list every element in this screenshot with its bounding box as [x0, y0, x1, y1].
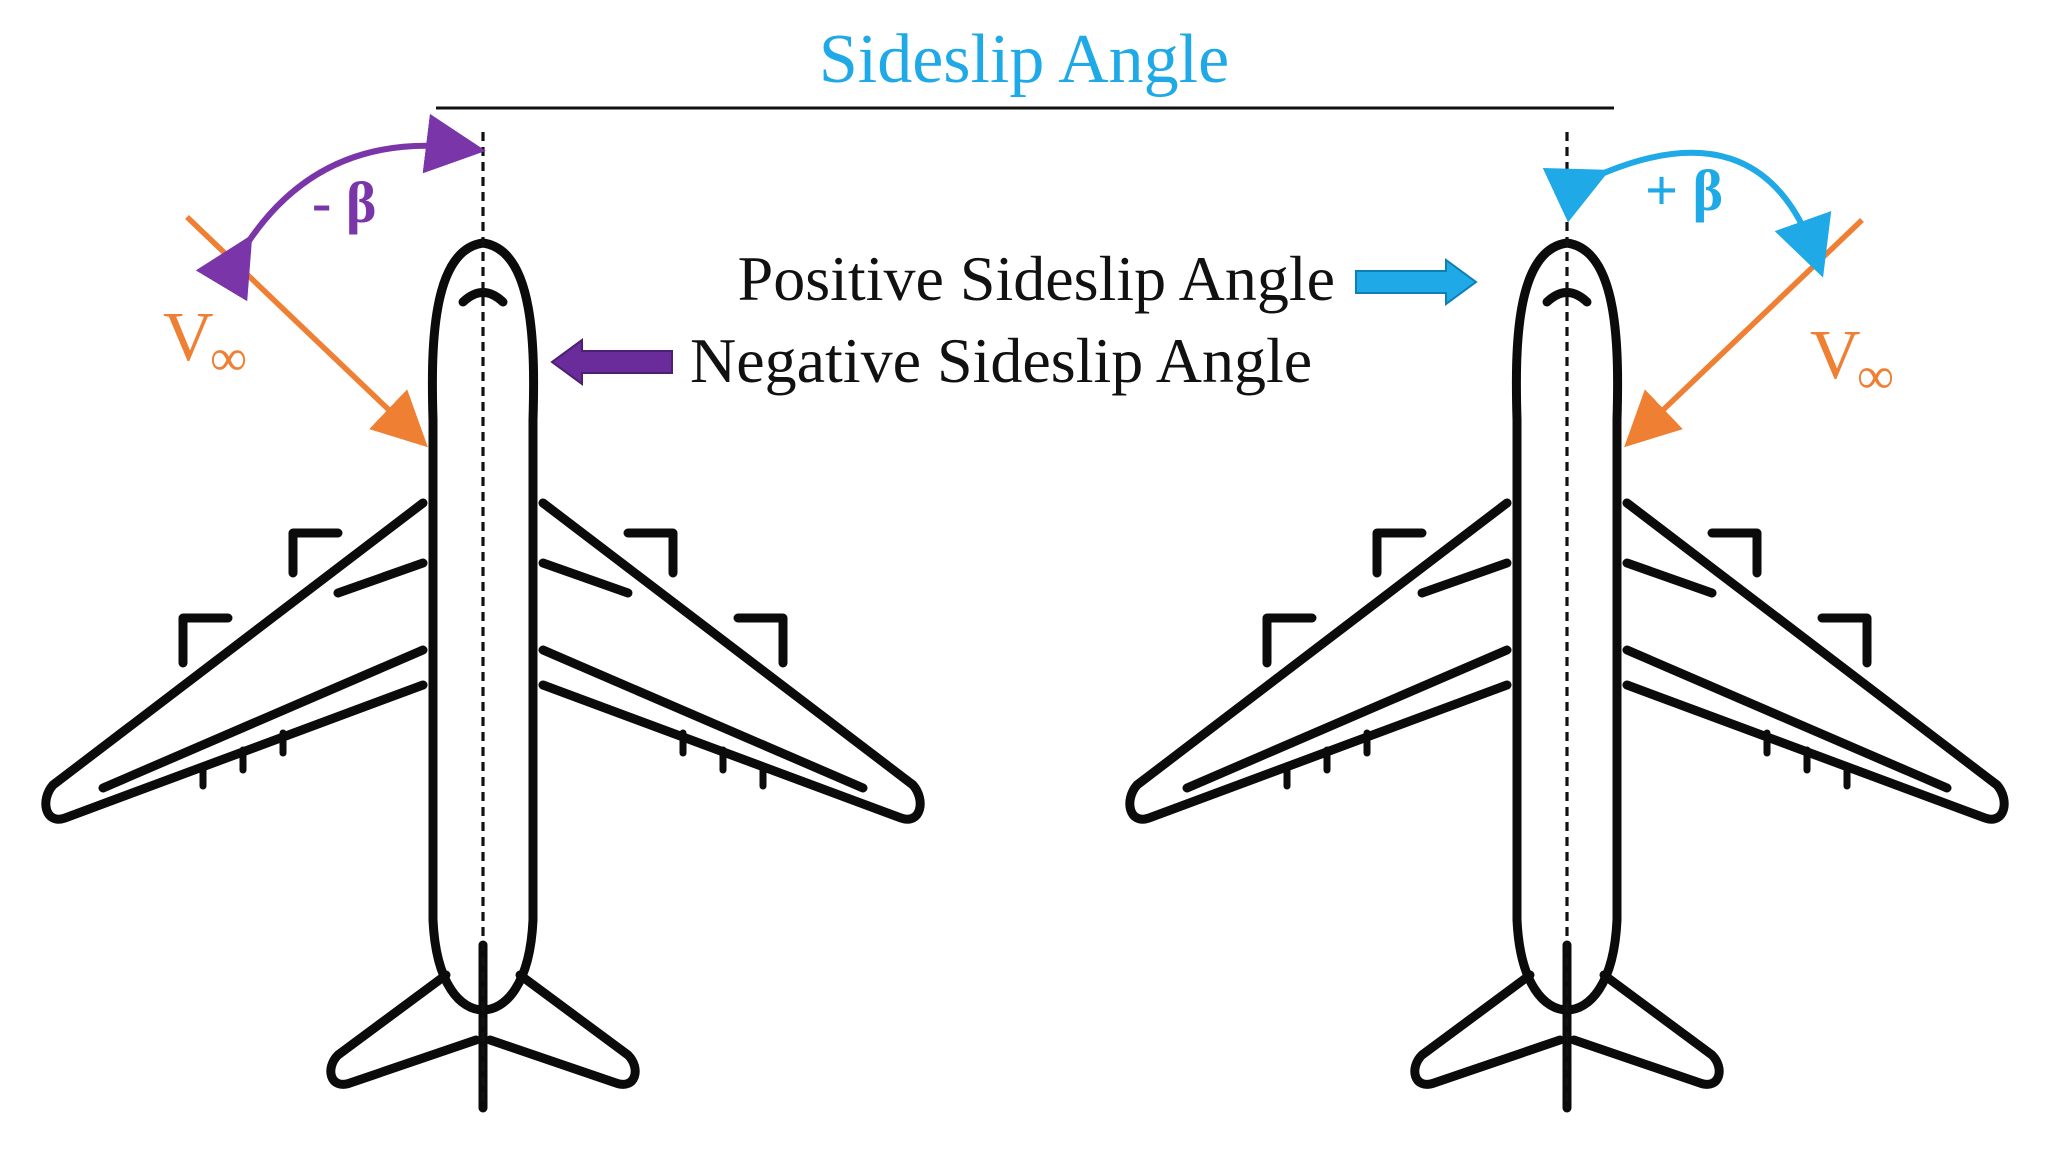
right-beta-arc: [1542, 149, 1832, 278]
left-velocity-symbol: V: [163, 299, 214, 376]
positive-legend-arrow: [1355, 258, 1478, 306]
negative-sideslip-label: Negative Sideslip Angle: [690, 325, 1312, 396]
diagram-title: Sideslip Angle: [819, 21, 1229, 98]
right-velocity-subscript: ∞: [1857, 348, 1894, 405]
positive-sideslip-label: Positive Sideslip Angle: [738, 243, 1335, 314]
left-beta-arc: [195, 113, 486, 302]
left-beta-label: - β: [312, 170, 376, 235]
left-freestream-arrow: [185, 215, 428, 448]
negative-legend-arrow: [550, 338, 673, 386]
right-beta-label: + β: [1645, 158, 1723, 223]
left-velocity-subscript: ∞: [210, 330, 247, 387]
right-velocity-symbol: V: [1810, 317, 1861, 394]
